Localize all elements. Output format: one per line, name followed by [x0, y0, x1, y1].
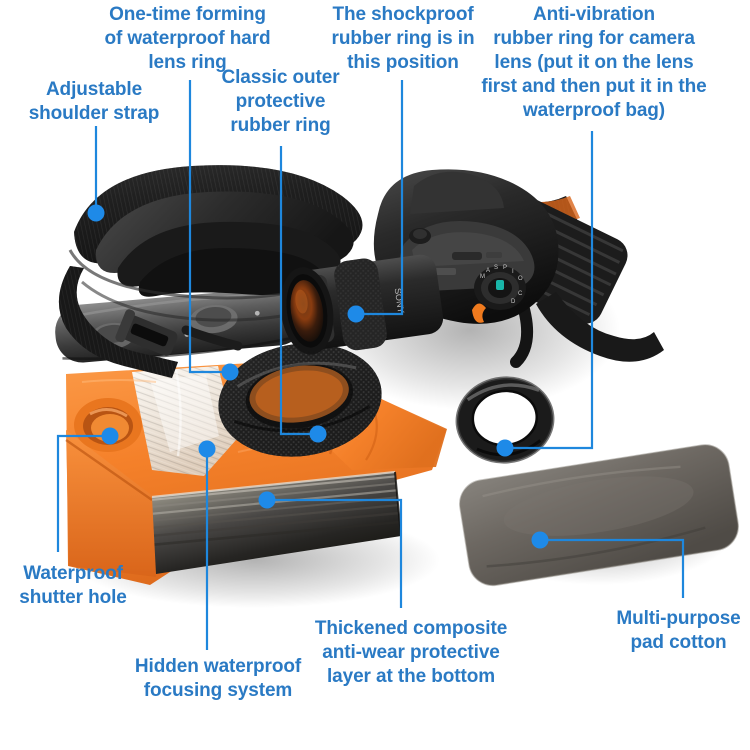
callout-label-waterproof-shutter-hole: Waterproof shutter hole	[19, 563, 127, 608]
callout-label-classic-outer-protective-rubber-ring: Classic outer protective rubber ring	[221, 67, 340, 136]
svg-text:O: O	[518, 276, 523, 282]
svg-text:M: M	[480, 274, 485, 280]
svg-text:D: D	[511, 299, 516, 305]
callout-label-hidden-waterproof-focusing-system: Hidden waterproof focusing system	[134, 656, 302, 701]
callout-label-shockproof-rubber-ring-position: The shockproof rubber ring is in this po…	[331, 4, 475, 73]
svg-text:S: S	[494, 265, 498, 271]
callout-label-adjustable-shoulder-strap: Adjustable shoulder strap	[28, 79, 160, 124]
svg-text:P: P	[503, 265, 507, 271]
strap-buckle-graphic	[115, 309, 178, 356]
callout-label-thickened-composite-anti-wear-layer: Thickened composite anti-wear protective…	[314, 618, 508, 687]
svg-text:C: C	[518, 291, 523, 297]
waterproof-shutter-hole-graphic	[74, 398, 142, 452]
callout-label-anti-vibration-rubber-ring: Anti-vibration rubber ring for camera le…	[481, 4, 707, 121]
callout-label-multi-purpose-pad-cotton: Multi-purpose pad cotton	[616, 608, 741, 653]
svg-text:A: A	[486, 268, 490, 274]
callout-label-one-time-forming-lens-ring: One-time forming of waterproof hard lens…	[104, 4, 271, 73]
